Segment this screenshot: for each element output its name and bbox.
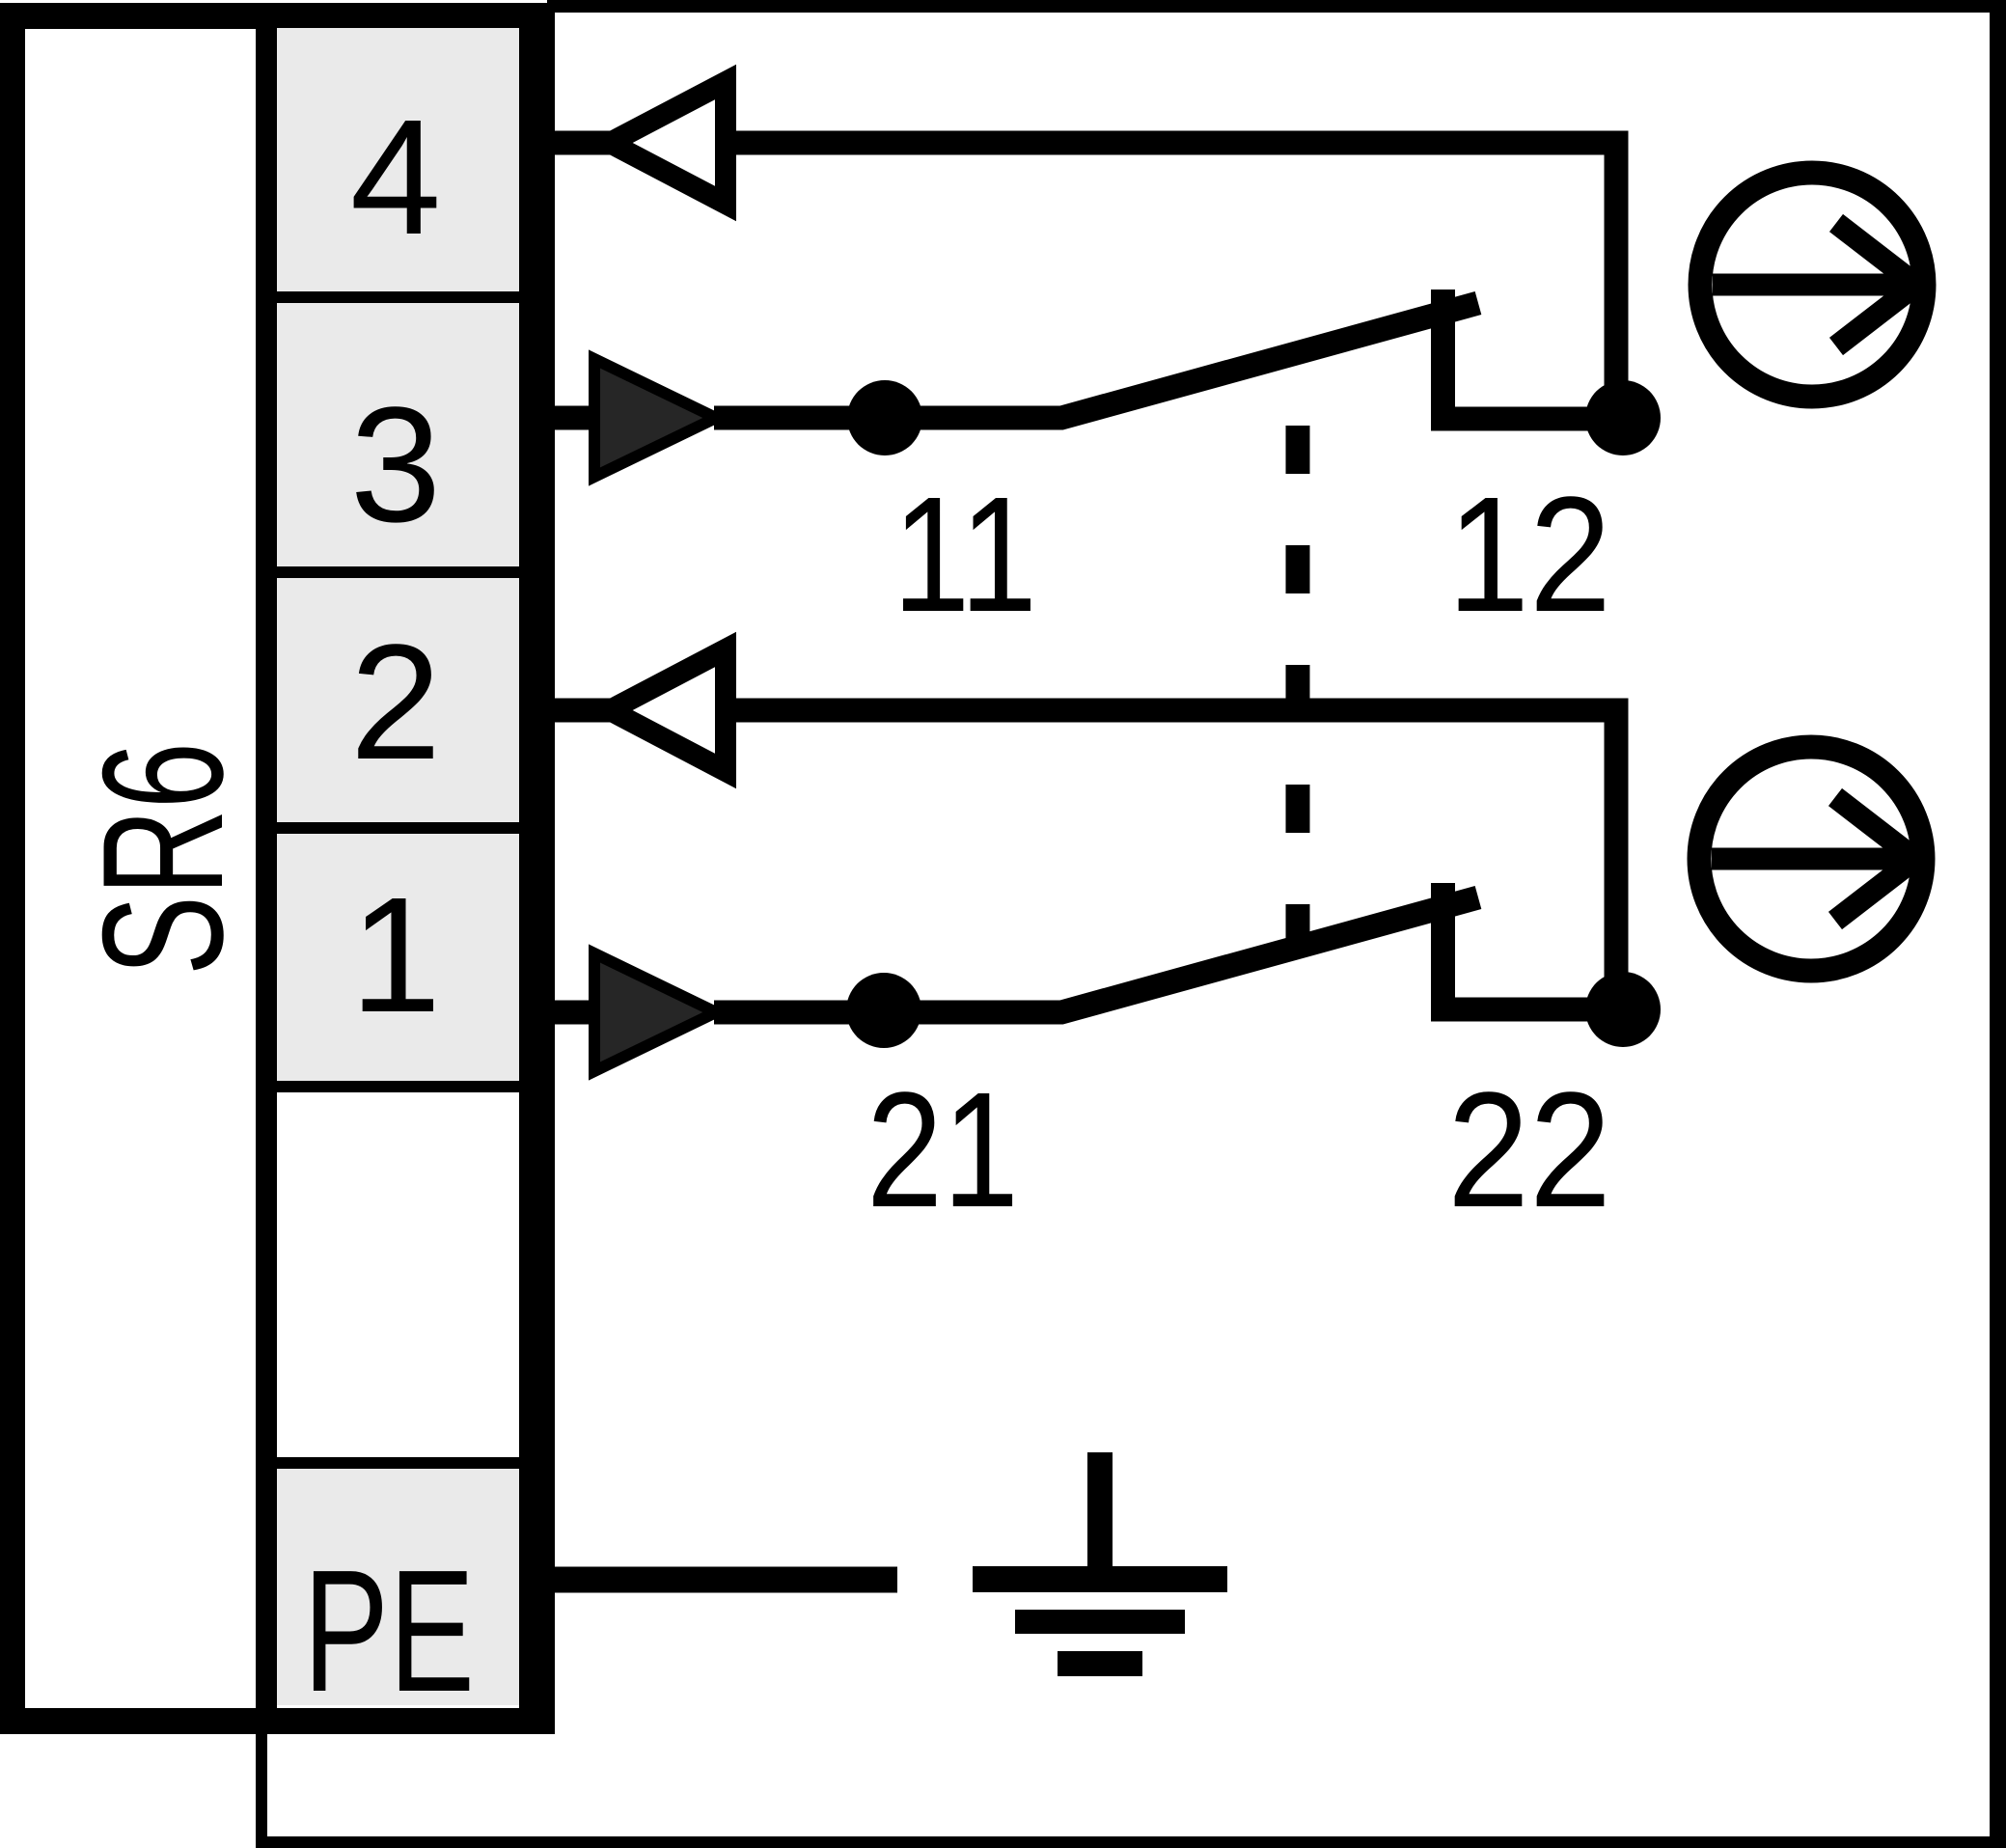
terminal-strip-left-border [256, 29, 277, 1708]
contact-11-12 [540, 64, 1661, 486]
fixed-contact-12 [1431, 290, 1455, 417]
pe-circuit [540, 1452, 1227, 1676]
junction-dot-12 [1585, 380, 1661, 455]
contact-label-12: 12 [1447, 463, 1611, 647]
terminal-2-wire [726, 698, 1629, 994]
terminal-divider [277, 822, 519, 834]
circuit-box-frame [256, 0, 2006, 1848]
actuation-direction-icon-upper [1688, 160, 1937, 409]
circuit-box-top-border [547, 0, 2006, 13]
terminal-box-empty [277, 1092, 519, 1457]
terminal-label-3: 3 [350, 373, 442, 557]
actuation-arrow-head [1828, 213, 1935, 356]
terminal-box-4 [277, 28, 519, 291]
terminal-strip-right-border [519, 29, 555, 1734]
fixed-contact-22 [1431, 883, 1455, 1010]
housing-top-border [0, 3, 555, 29]
terminal-box-1 [277, 834, 519, 1081]
circuit-box-right-border [1990, 0, 2006, 1848]
terminal-label-pe: PE [303, 1534, 475, 1728]
contact-lever-11 [714, 290, 1482, 430]
ground-bar-medium [1015, 1610, 1185, 1634]
terminal-strip: 4 3 2 1 PE [256, 28, 555, 1734]
actuation-direction-icon-lower [1687, 734, 1936, 983]
junction-dot-22 [1585, 972, 1661, 1047]
contact-lever-21 [714, 885, 1482, 1025]
terminal-box-2 [277, 578, 519, 822]
circuit-box-bottom-border [256, 1836, 2006, 1848]
ground-stem [1087, 1452, 1113, 1570]
output-arrow-outline-icon [587, 64, 736, 222]
input-arrow-filled-icon [589, 349, 729, 486]
contact-label-22: 22 [1447, 1059, 1611, 1242]
housing-bottom-border [0, 1708, 552, 1734]
contact-label-21: 21 [866, 1059, 1019, 1242]
terminal-4-wire [726, 130, 1629, 403]
junction-dot-11 [847, 380, 922, 455]
earth-ground-icon [973, 1452, 1227, 1676]
terminal-box-pe [277, 1469, 519, 1705]
terminal-label-4: 4 [350, 86, 442, 269]
terminal-label-2: 2 [350, 611, 442, 794]
contact-label-11: 11 [893, 463, 1037, 647]
actuation-arrow-head [1827, 787, 1934, 930]
terminal-box-3 [277, 303, 519, 566]
ground-bar-long [973, 1566, 1227, 1592]
terminal-divider [277, 291, 519, 303]
housing-left-border [0, 3, 25, 1716]
terminal-divider [277, 566, 519, 578]
junction-dot-21 [846, 973, 921, 1048]
terminal-divider [277, 1081, 519, 1092]
ground-bar-short [1058, 1651, 1142, 1676]
device-label: SR6 [67, 742, 259, 976]
output-arrow-outline-icon [587, 631, 736, 789]
contact-21-22 [540, 631, 1661, 1081]
input-arrow-filled-icon [589, 944, 729, 1081]
connector-extension-left-border [256, 1734, 267, 1848]
sr6-housing-outline [0, 3, 555, 1734]
terminal-label-1: 1 [350, 864, 442, 1047]
terminal-divider [277, 1457, 519, 1469]
